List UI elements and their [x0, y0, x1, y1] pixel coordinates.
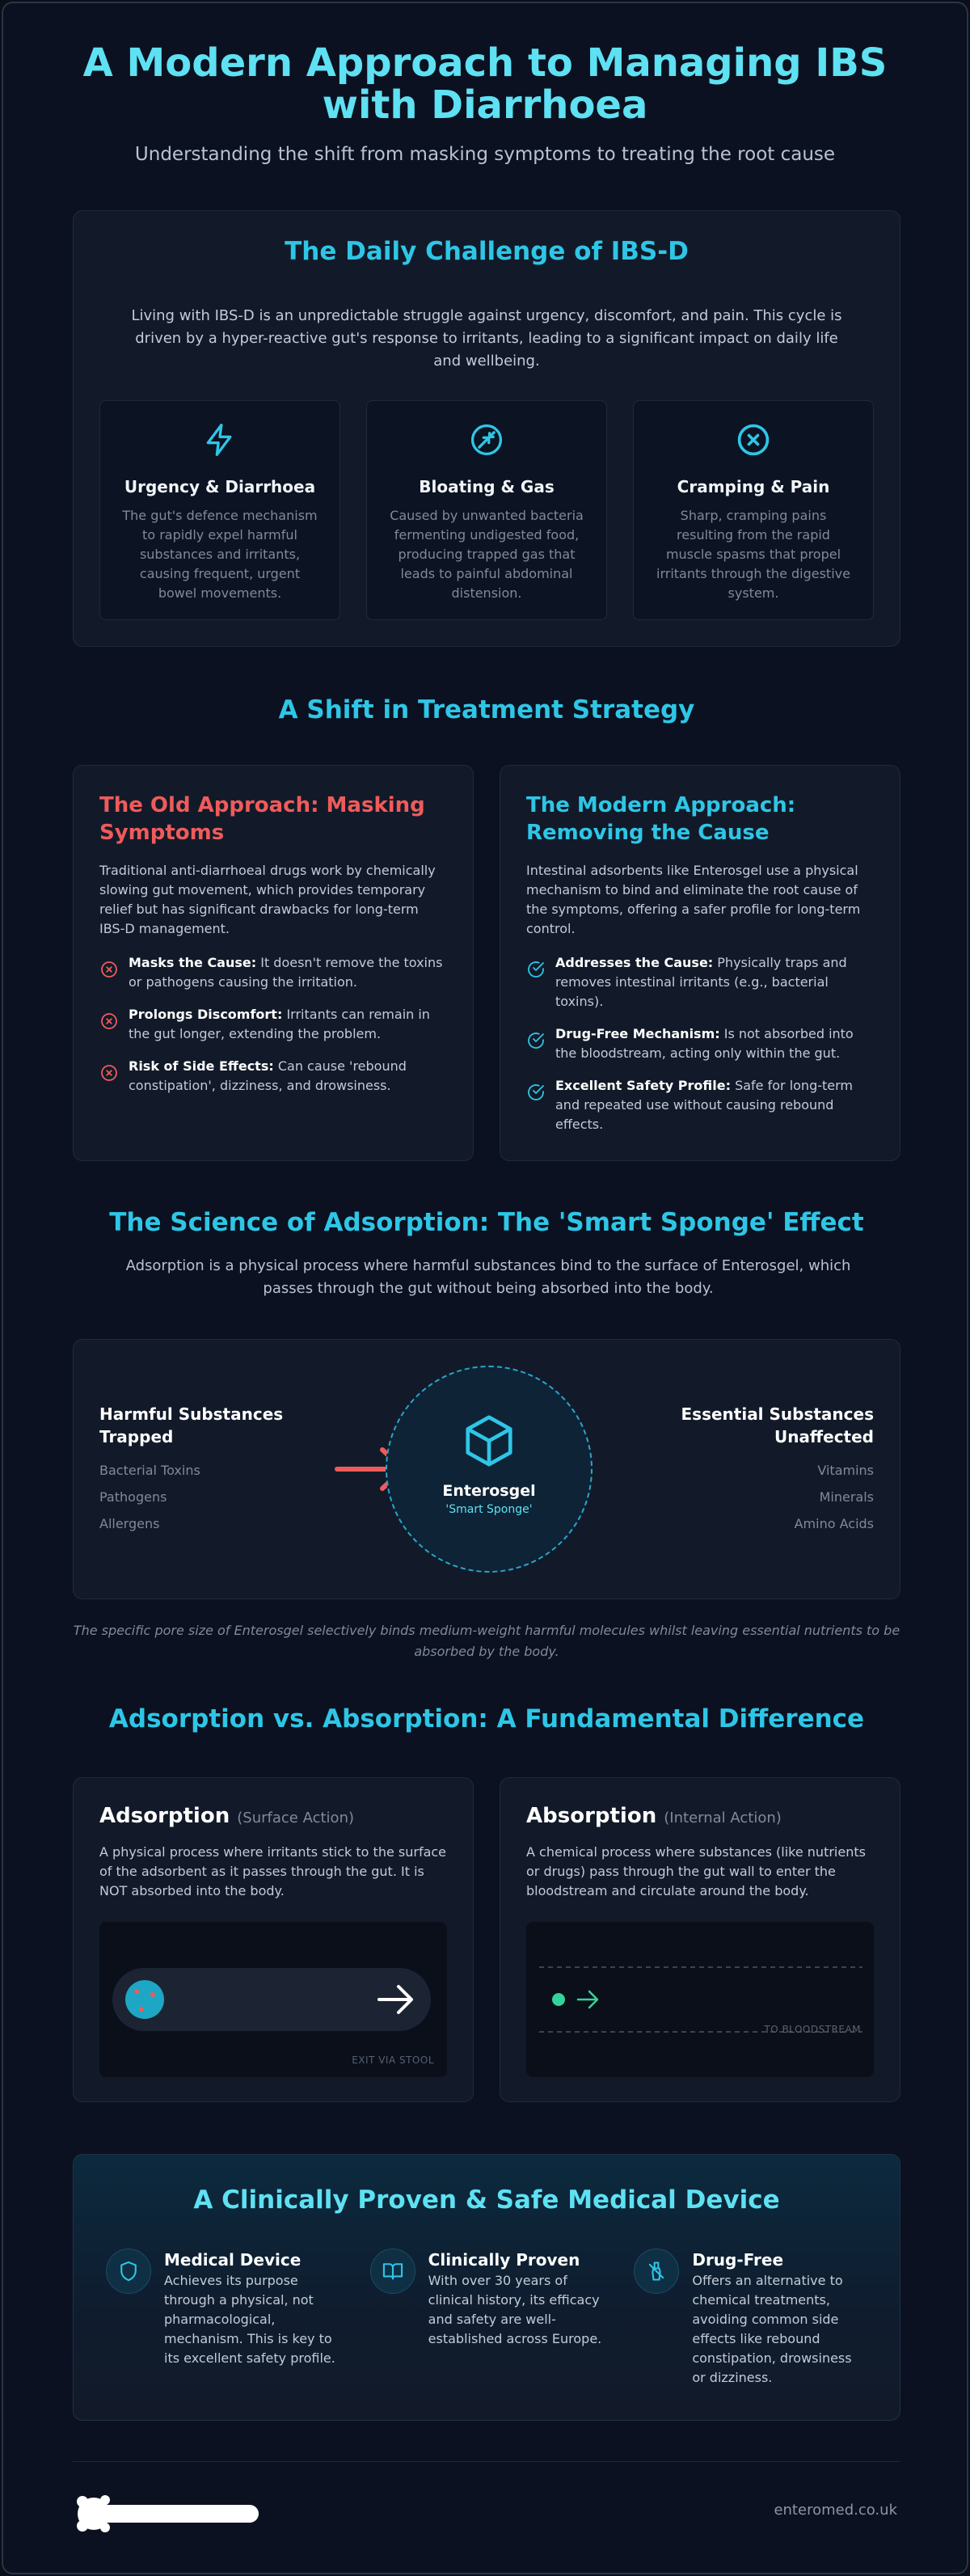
logo-mark-icon: [77, 2495, 259, 2532]
list-item: Excellent Safety Profile: Safe for long-…: [526, 1076, 874, 1134]
footer-site-link[interactable]: enteromed.co.uk: [774, 2502, 897, 2519]
science-title: The Science of Adsorption: The 'Smart Sp…: [109, 1208, 864, 1237]
symptom-title: Bloating & Gas: [419, 477, 555, 496]
list-item: Prolongs Discomfort: Irritants can remai…: [99, 1005, 447, 1044]
proven-item-title: Clinically Proven: [428, 2250, 580, 2270]
old-approach-desc: Traditional anti-diarrhoeal drugs work b…: [99, 863, 436, 936]
symptom-desc: The gut's defence mechanism to rapidly e…: [122, 508, 318, 601]
proven-section: A Clinically Proven & Safe Medical Devic…: [73, 2154, 900, 2421]
list-item: Drug-Free Mechanism: Is not absorbed int…: [526, 1024, 874, 1063]
check-circle-icon: [528, 961, 544, 978]
daily-challenge-intro: Living with IBS-D is an unpredictable st…: [131, 307, 842, 370]
essential-item: Minerals: [819, 1489, 874, 1505]
modern-approach-desc: Intestinal adsorbents like Enterosgel us…: [526, 863, 861, 936]
absorption-graphic: [539, 1966, 862, 2033]
list-item: Risk of Side Effects: Can cause 'rebound…: [99, 1057, 447, 1096]
cube-icon: [466, 1415, 512, 1467]
adsorption-illustration: EXIT VIA STOOL: [99, 1922, 447, 2077]
shield-icon: [106, 2249, 151, 2294]
page-content: A Modern Approach to Managing IBS with D…: [3, 3, 967, 2573]
footer-divider: [73, 2461, 900, 2462]
absorption-card: Absorption (Internal Action) A chemical …: [500, 1777, 900, 2102]
page-title: A Modern Approach to Managing IBS with D…: [73, 42, 897, 126]
to-bloodstream-label: TO BLOODSTREAM: [764, 2024, 861, 2035]
x-circle-icon: [101, 1065, 117, 1081]
no-pill-icon: [634, 2249, 680, 2294]
x-circle-icon: [101, 961, 117, 978]
proven-item-clinical: Clinically Proven With over 30 years of …: [369, 2249, 604, 2388]
symptom-title: Urgency & Diarrhoea: [124, 477, 316, 496]
proven-item-title: Drug-Free: [692, 2250, 784, 2270]
modern-approach-card: The Modern Approach: Removing the Cause …: [500, 765, 900, 1161]
check-circle-icon: [528, 1084, 544, 1100]
brand-logo: [73, 2490, 259, 2539]
symptom-cards: Urgency & Diarrhoea The gut's defence me…: [99, 400, 874, 620]
modern-approach-list: Addresses the Cause: Physically traps an…: [526, 953, 874, 1134]
list-item-text: Excellent Safety Profile: Safe for long-…: [555, 1078, 853, 1132]
proven-item-desc: With over 30 years of clinical history, …: [428, 2273, 602, 2346]
proven-title: A Clinically Proven & Safe Medical Devic…: [193, 2185, 780, 2215]
essential-item: Vitamins: [817, 1463, 874, 1478]
adsorption-card: Adsorption (Surface Action) A physical p…: [73, 1777, 474, 2102]
lightning-icon: [206, 424, 232, 456]
absorption-desc: A chemical process where substances (lik…: [526, 1844, 866, 1898]
bloating-icon: [470, 424, 503, 456]
list-item-text: Masks the Cause: It doesn't remove the t…: [129, 955, 443, 990]
harmful-item: Bacterial Toxins: [99, 1463, 200, 1478]
proven-item-medical-device: Medical Device Achieves its purpose thro…: [106, 2249, 340, 2388]
proven-item-title: Medical Device: [164, 2250, 302, 2270]
enterosgel-circle: Enterosgel 'Smart Sponge': [386, 1366, 593, 1573]
daily-challenge-section: The Daily Challenge of IBS-D Living with…: [73, 210, 900, 647]
smart-sponge-label: 'Smart Sponge': [445, 1503, 533, 1516]
adsorption-desc: A physical process where irritants stick…: [99, 1844, 447, 1898]
adsorption-heading: Adsorption (Surface Action): [99, 1804, 354, 1828]
proven-item-desc: Achieves its purpose through a physical,…: [164, 2273, 335, 2366]
list-item-text: Drug-Free Mechanism: Is not absorbed int…: [555, 1026, 854, 1061]
proven-item-desc: Offers an alternative to chemical treatm…: [692, 2273, 852, 2385]
symptom-card-cramping: Cramping & Pain Sharp, cramping pains re…: [633, 400, 874, 620]
daily-challenge-title: The Daily Challenge of IBS-D: [285, 237, 689, 266]
list-item: Masks the Cause: It doesn't remove the t…: [99, 953, 447, 992]
list-item-text: Addresses the Cause: Physically traps an…: [555, 955, 847, 1009]
difference-title: Adsorption vs. Absorption: A Fundamental…: [108, 1704, 865, 1734]
proven-items: Medical Device Achieves its purpose thro…: [106, 2249, 867, 2388]
absorption-heading: Absorption (Internal Action): [526, 1804, 782, 1828]
proven-item-drug-free: Drug-Free Offers an alternative to chemi…: [634, 2249, 867, 2388]
check-circle-icon: [528, 1033, 544, 1049]
title-line-2: with Diarrhoea: [322, 82, 648, 128]
cross-circle-icon: [737, 424, 770, 456]
shift-title: A Shift in Treatment Strategy: [278, 695, 695, 724]
harmful-item: Allergens: [99, 1516, 160, 1531]
harmful-item: Pathogens: [99, 1489, 167, 1505]
symptom-title: Cramping & Pain: [677, 477, 830, 496]
title-line-1: A Modern Approach to Managing IBS: [82, 40, 888, 86]
modern-approach-title: The Modern Approach: Removing the Cause: [526, 793, 796, 845]
list-item: Addresses the Cause: Physically traps an…: [526, 953, 874, 1011]
old-approach-title: The Old Approach: Masking Symptoms: [99, 793, 425, 845]
symptom-card-bloating: Bloating & Gas Caused by unwanted bacter…: [366, 400, 607, 620]
list-item-text: Risk of Side Effects: Can cause 'rebound…: [129, 1058, 407, 1093]
old-approach-list: Masks the Cause: It doesn't remove the t…: [99, 953, 447, 1096]
x-circle-icon: [101, 1013, 117, 1029]
absorption-illustration: TO BLOODSTREAM: [526, 1922, 874, 2077]
essential-item: Amino Acids: [794, 1516, 874, 1531]
symptom-desc: Caused by unwanted bacteria fermenting u…: [390, 508, 584, 601]
page-subtitle: Understanding the shift from masking sym…: [134, 144, 836, 165]
book-icon: [369, 2249, 415, 2294]
science-subtitle: Adsorption is a physical process where h…: [125, 1257, 851, 1297]
list-item-text: Prolongs Discomfort: Irritants can remai…: [129, 1007, 430, 1041]
science-note: The specific pore size of Enterosgel sel…: [73, 1623, 900, 1659]
symptom-desc: Sharp, cramping pains resulting from the…: [656, 508, 850, 601]
exit-via-stool-label: EXIT VIA STOOL: [352, 2054, 434, 2066]
symptom-card-urgency: Urgency & Diarrhoea The gut's defence me…: [99, 400, 340, 620]
old-approach-card: The Old Approach: Masking Symptoms Tradi…: [73, 765, 474, 1161]
adsorption-graphic: [112, 1968, 431, 2031]
enterosgel-label: Enterosgel: [442, 1482, 536, 1500]
